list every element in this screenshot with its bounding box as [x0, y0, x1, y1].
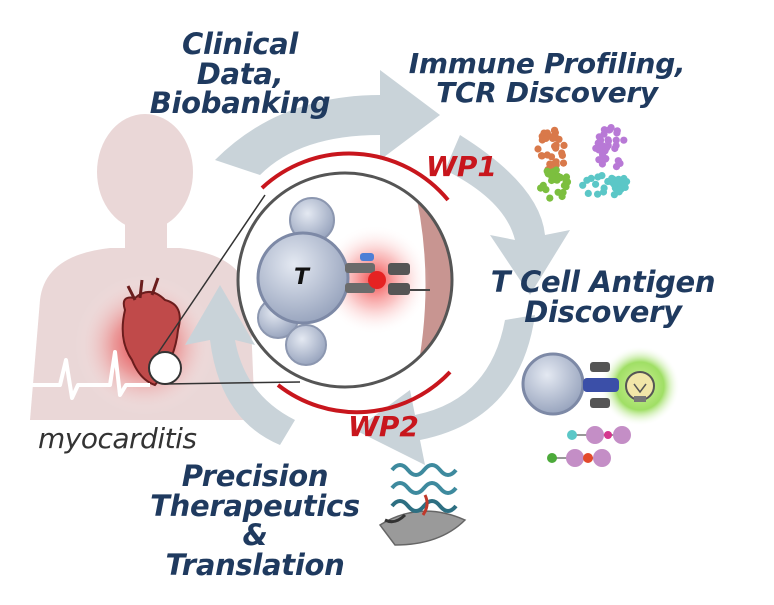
- cluster-dot: [562, 173, 571, 181]
- workflow-cycle-arrows: [185, 70, 570, 465]
- cluster-dot: [534, 145, 542, 153]
- t-cell-label: T: [294, 265, 310, 290]
- cluster-dot: [549, 134, 557, 142]
- clinical-line-2: Biobanking: [149, 86, 331, 121]
- protein-structure-icon: [378, 463, 467, 546]
- antigen-line-1: T Cell Antigen: [490, 265, 716, 299]
- cluster-dot: [594, 190, 602, 198]
- cluster-dot: [558, 151, 567, 159]
- immune-line-1: Immune Profiling,: [408, 47, 686, 80]
- cluster-dot: [600, 184, 608, 192]
- precision-line-3: & Translation: [165, 518, 345, 582]
- precision-line-1: Precision: [181, 459, 329, 493]
- cluster-dot: [560, 181, 569, 190]
- wp2-arc: [276, 370, 452, 415]
- cluster-dot: [614, 157, 622, 165]
- clinical-line-1: Clinical Data,: [181, 27, 299, 91]
- cluster-dot: [554, 188, 562, 196]
- magnified-lens: [236, 171, 454, 389]
- cluster-dot: [620, 136, 628, 144]
- precision-therapeutics-label: Precision Therapeutics & Translation: [150, 459, 360, 582]
- cluster-dot: [615, 187, 623, 195]
- lens-connector-upper: [157, 194, 266, 354]
- cluster-dot: [599, 151, 607, 159]
- cluster-dot: [619, 178, 627, 186]
- cluster-dot: [555, 135, 563, 143]
- ecg-trace-icon: [22, 350, 150, 400]
- cluster-dot: [604, 136, 612, 144]
- cluster-dot: [584, 189, 592, 197]
- cluster-dot: [599, 142, 607, 150]
- cluster-dot: [551, 159, 559, 167]
- cluster-dot: [595, 156, 603, 164]
- lens-connector-lower: [164, 381, 301, 385]
- immune-line-2: TCR Discovery: [436, 75, 658, 109]
- cluster-dot: [592, 144, 600, 152]
- cluster-dot: [548, 173, 556, 181]
- cluster-dot: [579, 181, 587, 189]
- wp2-label: WP2: [348, 410, 419, 443]
- cluster-dot: [551, 126, 559, 134]
- myocarditis-label: myocarditis: [38, 422, 197, 455]
- cluster-dot: [595, 133, 603, 141]
- cluster-dot: [537, 184, 545, 192]
- cluster-dot: [546, 194, 554, 202]
- immune-profile-clusters-icon: [534, 124, 631, 202]
- cluster-dot: [543, 129, 552, 137]
- zoom-origin-circle: [148, 351, 182, 385]
- cluster-dot: [542, 134, 550, 142]
- clinical-data-label: Clinical Data, Biobanking: [140, 27, 340, 121]
- cluster-dot: [592, 180, 600, 188]
- antigen-discovery-label: T Cell Antigen Discovery: [488, 265, 718, 329]
- cluster-dot: [594, 173, 602, 181]
- cluster-dot: [543, 151, 551, 159]
- wp1-label: WP1: [426, 150, 497, 183]
- immune-profiling-label: Immune Profiling, TCR Discovery: [402, 47, 692, 109]
- cluster-dot: [560, 141, 568, 149]
- cluster-dot: [559, 159, 568, 167]
- peptide-mhc-icons: [547, 426, 631, 467]
- cluster-dot: [556, 173, 565, 181]
- cluster-dot: [552, 144, 560, 152]
- antigen-line-2: Discovery: [524, 294, 682, 329]
- cluster-dot: [608, 174, 616, 182]
- cluster-dot: [538, 152, 546, 160]
- cluster-dot: [583, 176, 591, 184]
- cluster-dot: [611, 144, 619, 153]
- cluster-dot: [606, 126, 614, 134]
- wp1-arc: [260, 151, 450, 202]
- cluster-dot: [612, 136, 620, 144]
- precision-line-2: Therapeutics: [150, 488, 360, 523]
- antigen-discovery-icon: [521, 346, 680, 426]
- cluster-dot: [612, 163, 621, 171]
- cluster-dot: [613, 127, 621, 135]
